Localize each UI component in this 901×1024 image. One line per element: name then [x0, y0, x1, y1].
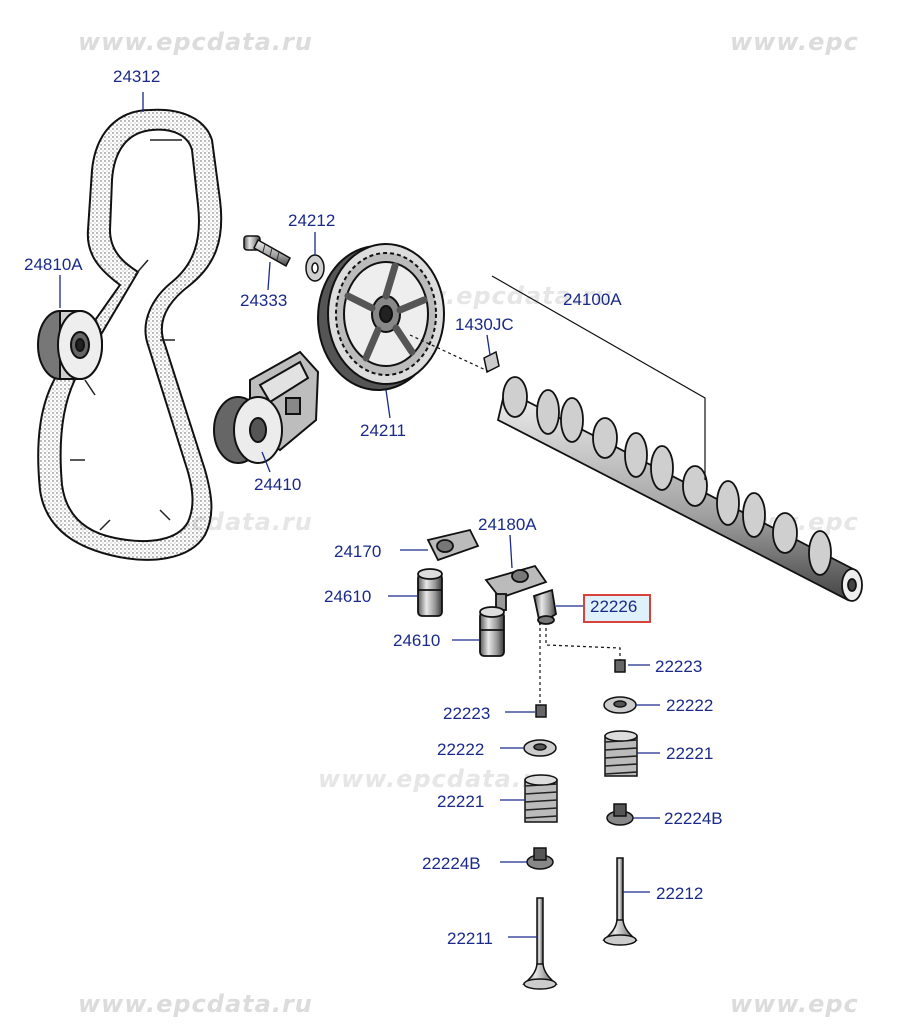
tensioner	[213, 350, 320, 464]
retainer-left	[523, 739, 557, 757]
leader-lines	[59, 92, 660, 938]
label-24180a[interactable]: 24180A	[478, 515, 537, 534]
lash-adjuster-a	[417, 568, 443, 617]
label-22221-left[interactable]: 22221	[437, 792, 485, 811]
label-24333[interactable]: 24333	[240, 291, 288, 310]
label-24100a[interactable]: 24100A	[563, 290, 622, 309]
label-22223-left[interactable]: 22223	[443, 704, 491, 723]
idler-pulley	[37, 310, 103, 380]
watermark-top-right: www.epc	[730, 28, 859, 56]
camshaft-sprocket	[317, 243, 445, 391]
label-22222-right[interactable]: 22222	[666, 696, 714, 715]
watermark-lower: www.epcdata.ru	[318, 765, 553, 793]
label-22224b-right[interactable]: 22224B	[664, 809, 723, 828]
label-22212[interactable]: 22212	[656, 884, 704, 903]
assembly-guide-lines	[409, 334, 621, 710]
retainer-lock-right	[614, 659, 626, 673]
selected-part-22226	[532, 588, 557, 626]
camshaft	[496, 376, 863, 602]
rocker-arm-a	[426, 528, 480, 562]
label-22222-left[interactable]: 22222	[437, 740, 485, 759]
watermark-bottom-left: www.epcdata.ru	[78, 990, 313, 1018]
stem-seal-right	[606, 803, 634, 826]
label-22221-right[interactable]: 22221	[666, 744, 714, 763]
stem-seal-left	[526, 847, 554, 870]
rocker-arm-b	[484, 564, 548, 611]
label-24810a[interactable]: 24810A	[24, 255, 83, 274]
bolt	[243, 235, 291, 268]
washer	[305, 254, 325, 282]
valve-spring-right	[604, 730, 638, 777]
label-24610-lower[interactable]: 24610	[393, 631, 441, 650]
watermark-top-left: www.epcdata.ru	[78, 28, 313, 56]
label-24610-upper[interactable]: 24610	[324, 587, 372, 606]
label-22223-right[interactable]: 22223	[655, 657, 703, 676]
selected-part-highlight	[583, 594, 651, 623]
camshaft-bracket	[491, 275, 706, 480]
label-24410[interactable]: 24410	[254, 475, 302, 494]
label-24312[interactable]: 24312	[113, 67, 161, 86]
label-24211[interactable]: 24211	[360, 421, 407, 440]
label-22211[interactable]: 22211	[447, 929, 494, 948]
label-22226-selected[interactable]: 22226	[590, 597, 638, 616]
timing-belt	[37, 108, 223, 561]
exhaust-valve	[602, 857, 638, 946]
valve-spring-left	[524, 774, 558, 823]
label-24170[interactable]: 24170	[334, 542, 382, 561]
label-24212[interactable]: 24212	[288, 211, 336, 230]
label-22224b-left[interactable]: 22224B	[422, 854, 481, 873]
retainer-lock-left	[535, 704, 547, 718]
label-1430jc[interactable]: 1430JC	[455, 315, 514, 334]
lash-adjuster-b	[479, 606, 505, 657]
watermark-bottom-right: www.epc	[730, 990, 859, 1018]
dowel-pin	[483, 350, 500, 374]
intake-valve	[522, 897, 558, 990]
retainer-right	[603, 696, 637, 714]
